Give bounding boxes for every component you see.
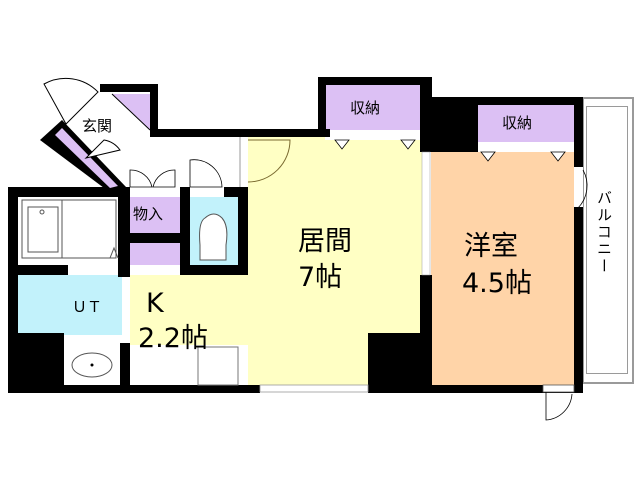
living-size: 7帖 bbox=[298, 262, 343, 293]
balcony-label: バルコニー bbox=[595, 190, 613, 275]
wall bbox=[224, 187, 248, 197]
entrance-door-icon bbox=[43, 77, 99, 125]
exterior-door-icon bbox=[545, 392, 573, 421]
balcony bbox=[582, 97, 634, 384]
bathtub-icon bbox=[21, 199, 117, 259]
wall bbox=[180, 187, 190, 275]
wall bbox=[8, 187, 18, 393]
storage-small-floor bbox=[130, 197, 180, 233]
entrance-wall bbox=[100, 84, 158, 92]
wall bbox=[18, 333, 64, 388]
kitchen-size: 2.2帖 bbox=[138, 323, 208, 354]
storage-western-floor bbox=[476, 105, 574, 142]
storage-living-door bbox=[325, 130, 420, 140]
wall bbox=[155, 129, 330, 137]
kitchen-label: K bbox=[146, 288, 164, 319]
unit-bath-label: ＵＴ bbox=[72, 298, 103, 316]
western-floor bbox=[431, 150, 576, 385]
storage-small-label: 物入 bbox=[133, 205, 164, 223]
toilet-icon bbox=[199, 213, 228, 261]
balcony-inner bbox=[586, 106, 628, 374]
washroom-floor bbox=[18, 275, 122, 335]
wall bbox=[150, 84, 158, 137]
wall bbox=[128, 233, 180, 243]
storage-western-door bbox=[476, 142, 574, 152]
living-door-icon bbox=[247, 139, 291, 183]
wall bbox=[574, 97, 583, 167]
wall bbox=[318, 77, 428, 85]
closet-door-icon bbox=[84, 139, 121, 159]
wall bbox=[8, 187, 128, 197]
entrance-label: 玄関 bbox=[82, 117, 113, 135]
western-size: 4.5帖 bbox=[462, 268, 532, 299]
wall bbox=[120, 343, 130, 388]
storage-western-label: 収納 bbox=[502, 114, 533, 132]
wall bbox=[188, 265, 248, 275]
wall bbox=[238, 187, 248, 275]
storage-living-floor bbox=[325, 85, 420, 130]
wall bbox=[8, 385, 260, 393]
wall bbox=[118, 187, 130, 277]
wall bbox=[368, 333, 432, 390]
wall bbox=[18, 265, 68, 275]
wall bbox=[368, 385, 583, 393]
balcony-door-icon bbox=[577, 169, 588, 209]
western-label: 洋室 bbox=[464, 231, 518, 262]
wall bbox=[318, 77, 326, 137]
wall bbox=[574, 207, 583, 393]
wall bbox=[420, 97, 478, 152]
living-label: 居間 bbox=[298, 226, 352, 257]
storage-living-label: 収納 bbox=[350, 99, 381, 117]
storage-small-lower bbox=[130, 243, 180, 265]
stove-icon bbox=[197, 346, 239, 386]
wall bbox=[420, 97, 583, 105]
